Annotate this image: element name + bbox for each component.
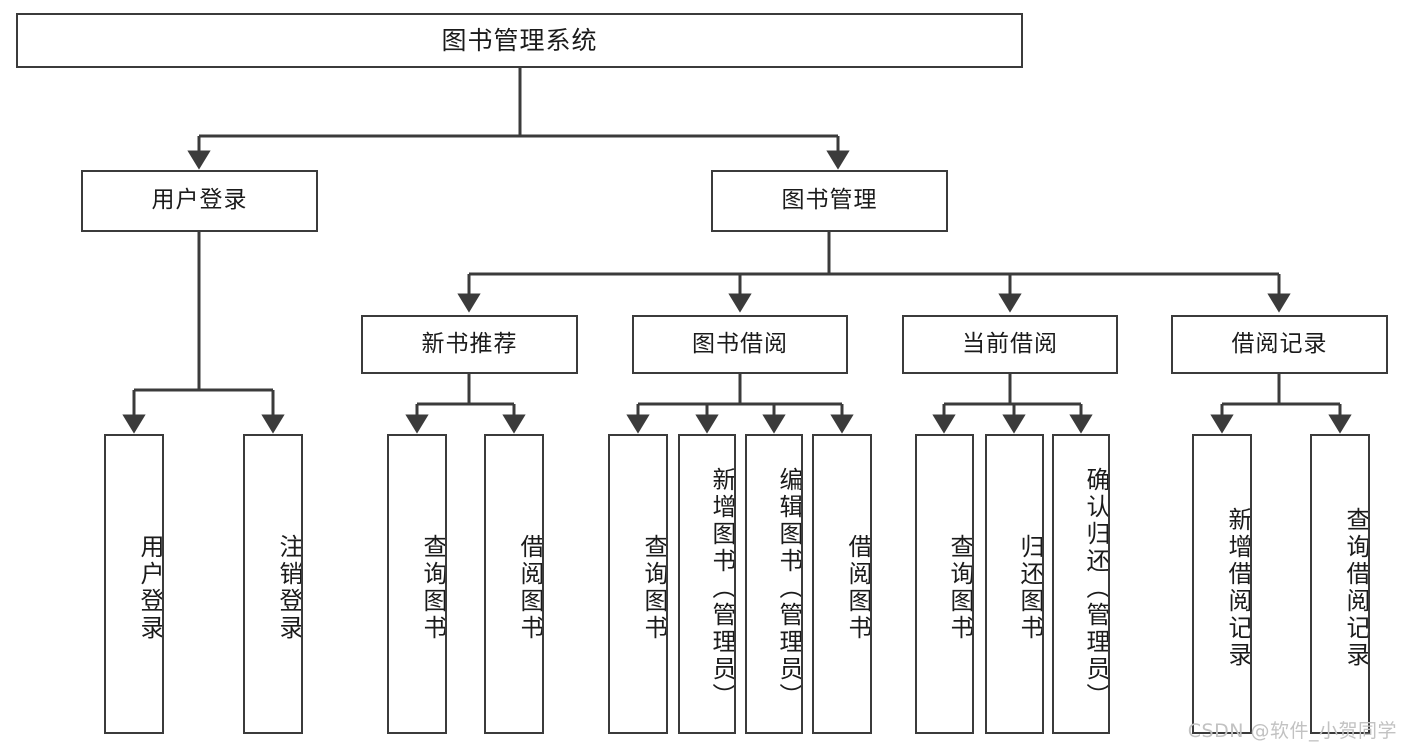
node-book-borrow[interactable]: 图书借阅 — [632, 315, 848, 374]
leaf-return-book[interactable]: 归还图书 — [985, 434, 1044, 734]
node-label: 查询图书 — [946, 534, 974, 642]
node-label: 查询借阅记录 — [1342, 507, 1370, 669]
leaf-add-book-admin[interactable]: 新增图书（管理员） — [678, 434, 736, 734]
leaf-edit-book-admin[interactable]: 编辑图书（管理员） — [745, 434, 803, 734]
node-label: 编辑图书（管理员） — [775, 466, 803, 710]
node-label: 新增图书（管理员） — [708, 466, 736, 710]
leaf-query-book-borrow[interactable]: 查询图书 — [608, 434, 668, 734]
node-label: 查询图书 — [419, 534, 447, 642]
leaf-query-book-current[interactable]: 查询图书 — [915, 434, 974, 734]
node-label: 确认归还（管理员） — [1082, 466, 1110, 710]
node-label: 注销登录 — [275, 534, 303, 642]
node-borrow-record[interactable]: 借阅记录 — [1171, 315, 1388, 374]
node-user-login[interactable]: 用户登录 — [81, 170, 318, 232]
node-label: 当前借阅 — [962, 330, 1058, 357]
node-label: 用户登录 — [136, 534, 164, 642]
leaf-confirm-return-admin[interactable]: 确认归还（管理员） — [1052, 434, 1110, 734]
node-label: 归还图书 — [1016, 534, 1044, 642]
node-label: 图书管理系统 — [441, 25, 598, 55]
watermark: CSDN @软件_小贺同学 — [1187, 720, 1397, 742]
leaf-add-borrow-record[interactable]: 新增借阅记录 — [1192, 434, 1252, 734]
leaf-borrow-book-recommend[interactable]: 借阅图书 — [484, 434, 544, 734]
node-book-management[interactable]: 图书管理 — [711, 170, 948, 232]
node-label: 新增借阅记录 — [1224, 507, 1252, 669]
node-current-borrow[interactable]: 当前借阅 — [902, 315, 1118, 374]
node-label: 图书借阅 — [692, 330, 788, 357]
node-root-system[interactable]: 图书管理系统 — [16, 13, 1023, 68]
node-label: 查询图书 — [640, 534, 668, 642]
node-label: 图书管理 — [781, 187, 878, 214]
node-label: 用户登录 — [151, 187, 248, 214]
node-label: 新书推荐 — [421, 330, 518, 357]
leaf-borrow-book[interactable]: 借阅图书 — [812, 434, 872, 734]
leaf-query-book-recommend[interactable]: 查询图书 — [387, 434, 447, 734]
node-label: 借阅图书 — [844, 534, 872, 642]
leaf-user-logout[interactable]: 注销登录 — [243, 434, 303, 734]
leaf-user-login[interactable]: 用户登录 — [104, 434, 164, 734]
node-label: 借阅图书 — [516, 534, 544, 642]
leaf-query-borrow-record[interactable]: 查询借阅记录 — [1310, 434, 1370, 734]
node-label: 借阅记录 — [1231, 330, 1328, 357]
node-new-book-recommend[interactable]: 新书推荐 — [361, 315, 578, 374]
